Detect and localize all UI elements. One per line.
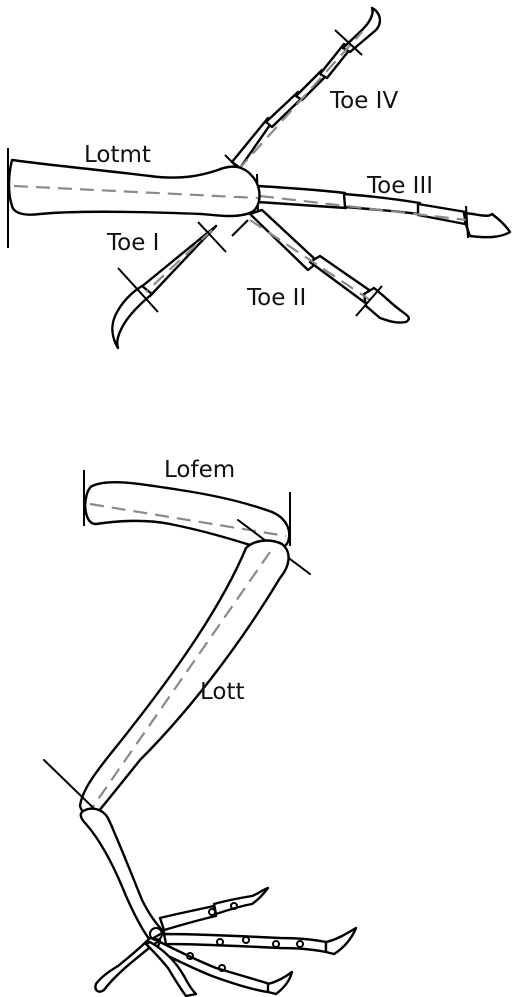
label-lotmt: Lotmt [84,142,151,168]
leg-diagram: Lofem Lott [44,457,356,996]
label-toe-iii: Toe III [366,173,433,199]
label-lott: Lott [200,679,245,705]
label-toe-i: Toe I [106,230,159,256]
tibiotarsus-bone [44,541,289,826]
foot-diagram: Lotmt Toe IV Toe III Toe I Toe II [8,8,510,348]
label-toe-ii: Toe II [246,285,306,311]
label-toe-iv: Toe IV [329,88,398,114]
label-lofem: Lofem [164,457,235,483]
lower-tarsometatarsus-bone [81,809,164,940]
